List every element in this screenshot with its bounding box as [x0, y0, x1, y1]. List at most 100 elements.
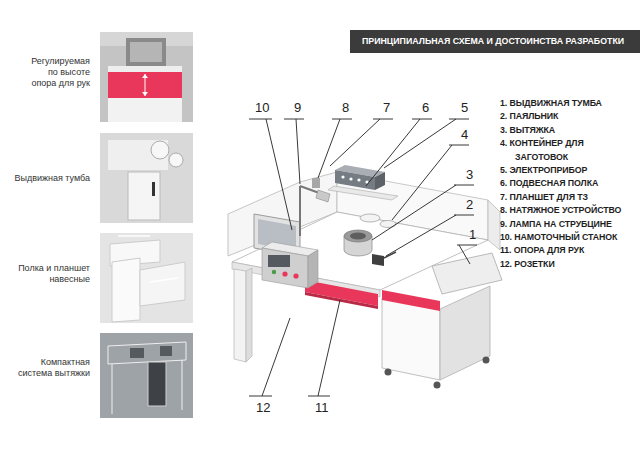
workbench — [385, 369, 392, 376]
workbench — [293, 273, 298, 278]
workbench — [272, 270, 276, 274]
thumb-armrest — [126, 38, 166, 66]
feature-caption: Компактная система вытяжки — [14, 357, 90, 379]
callout-number: 10 — [255, 100, 269, 115]
workbench — [305, 280, 378, 306]
workbench — [349, 177, 352, 180]
workbench — [344, 230, 372, 242]
leader-lines — [318, 119, 340, 178]
workbench — [335, 170, 375, 190]
thumb-shelf — [100, 233, 193, 323]
callout-number: 5 — [461, 100, 468, 115]
leader-lines — [372, 185, 456, 240]
thumb-exhaust — [108, 342, 186, 364]
workbench — [308, 250, 318, 288]
leader-lines — [262, 318, 290, 396]
workbench — [440, 286, 490, 380]
leader-lines — [366, 119, 420, 186]
callout-number: 2 — [466, 197, 473, 212]
thumb-armrest — [100, 32, 193, 122]
leader-lines — [459, 245, 470, 264]
thumb-shelf — [112, 258, 140, 322]
leader-lines — [318, 300, 340, 396]
thumb-armrest — [142, 74, 148, 96]
leader-lines — [249, 119, 477, 396]
list-item: 3. ВЫТЯЖКА — [500, 124, 636, 137]
leader-lines — [284, 119, 304, 120]
callout-number: 11 — [315, 400, 329, 415]
thumb-armrest — [130, 42, 162, 62]
list-item: 12. РОЗЕТКИ — [500, 258, 636, 271]
leader-lines — [249, 396, 272, 397]
leader-lines — [412, 119, 432, 120]
workbench — [305, 292, 378, 309]
workbench — [350, 233, 366, 240]
thumb-exhaust — [100, 333, 193, 418]
thumb-shelf — [150, 278, 178, 282]
leader-lines — [330, 119, 380, 166]
workbench — [380, 221, 396, 228]
workbench — [382, 298, 440, 380]
workbench — [384, 252, 396, 258]
thumb-armrest — [108, 66, 182, 72]
feature-caption: Регулируемая по высоте опора для рук — [22, 56, 90, 89]
workbench — [246, 268, 252, 362]
callout-number: 12 — [256, 400, 270, 415]
thumb-drawer — [169, 153, 183, 167]
leader-lines — [373, 119, 393, 120]
callout-number: 4 — [461, 127, 468, 142]
workbench — [488, 200, 500, 250]
list-item: 8. НАТЯЖНОЕ УСТРОЙСТВО — [500, 204, 636, 217]
list-item: 6. ПОДВЕСНАЯ ПОЛКА — [500, 177, 636, 190]
leader-lines — [249, 119, 272, 120]
thumb-shelf — [118, 235, 150, 237]
title-band: ПРИНЦИПИАЛЬНАЯ СХЕМА И ДОСТОИНСТВА РАЗРА… — [350, 30, 640, 53]
thumb-exhaust — [112, 364, 113, 414]
thumb-armrest — [108, 72, 182, 98]
workbench — [299, 186, 301, 236]
leader-lines — [457, 245, 477, 246]
workbench — [375, 172, 385, 190]
callout-number: 7 — [383, 100, 390, 115]
list-item: 1. ВЫДВИЖНАЯ ТУМБА — [500, 97, 636, 110]
callout-number: 1 — [469, 227, 476, 242]
workbench — [341, 175, 344, 178]
list-item: 2. ПАЯЛЬНИК — [500, 110, 636, 123]
list-item: 5. ЭЛЕКТРОПРИБОР — [500, 164, 636, 177]
feature-caption: Полка и планшет навесные — [14, 263, 90, 285]
thumb-drawer — [151, 141, 169, 159]
workbench — [357, 178, 360, 181]
thumb-drawer — [108, 140, 168, 170]
workbench — [434, 382, 441, 389]
leader-lines — [266, 119, 292, 230]
callout-number: 3 — [466, 167, 473, 182]
thumb-exhaust — [130, 348, 144, 358]
feature-caption: Выдвижная тумба — [10, 173, 90, 184]
workbench — [234, 269, 246, 362]
workbench — [382, 290, 440, 311]
leader-lines — [386, 215, 456, 256]
workbench — [282, 271, 287, 276]
thumb-shelf — [100, 233, 193, 323]
thumb-exhaust — [100, 333, 193, 418]
leader-lines — [384, 119, 456, 168]
workbench — [328, 186, 398, 200]
leader-lines — [454, 215, 474, 216]
thumb-drawer — [128, 172, 160, 220]
list-item: 9. ЛАМПА НА СТРУБЦИНЕ — [500, 218, 636, 231]
thumb-drawer — [152, 182, 155, 196]
leader-lines — [296, 119, 300, 184]
leader-lines — [332, 119, 352, 120]
callout-number: 9 — [294, 100, 301, 115]
thumb-drawer — [100, 133, 193, 223]
thumb-drawer — [100, 133, 193, 223]
workbench — [268, 255, 290, 267]
callout-number: 8 — [342, 100, 349, 115]
leader-lines — [449, 119, 469, 120]
list-item: 11. ОПОРА ДЛЯ РУК — [500, 244, 636, 257]
leader-lines — [308, 396, 330, 397]
thumb-armrest — [108, 98, 182, 122]
leader-lines — [392, 145, 452, 220]
